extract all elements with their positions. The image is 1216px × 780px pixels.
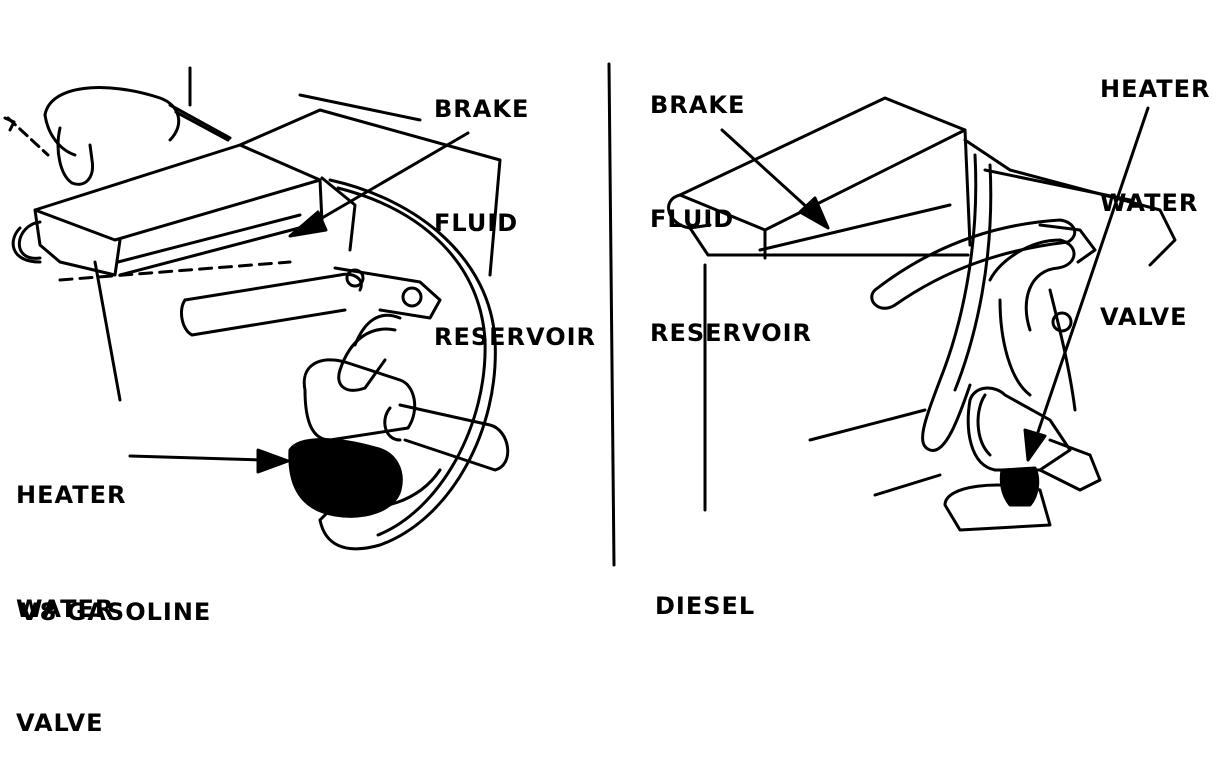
brake-booster-right (921, 153, 978, 452)
brake-booster-left (318, 178, 497, 551)
heater-water-valve-label-left: HEATER WATER VALVE (16, 481, 127, 737)
heater-water-valve-label-right: HEATER WATER VALVE (1100, 75, 1211, 331)
heater-water-valve-left (288, 438, 403, 518)
arrow-brake-right (720, 128, 812, 212)
caption-diesel: DIESEL (655, 592, 756, 620)
brake-fluid-reservoir-label-right: BRAKE FLUID RESERVOIR (650, 91, 812, 347)
caption-v8-gasoline: V8 GASOLINE (20, 598, 212, 626)
arrow-brake-left (308, 131, 470, 227)
panel-divider (607, 62, 616, 567)
diagram-artwork (3, 62, 1177, 567)
v8-engine-drawing (3, 66, 510, 551)
diesel-engine-drawing (667, 96, 1177, 532)
arrow-heater-right (1034, 106, 1150, 440)
brake-fluid-reservoir-label-left: BRAKE FLUID RESERVOIR (434, 95, 596, 351)
arrow-heater-left (128, 454, 264, 462)
air-cleaner-dome (43, 86, 181, 142)
brake-reservoir-left (33, 143, 322, 242)
